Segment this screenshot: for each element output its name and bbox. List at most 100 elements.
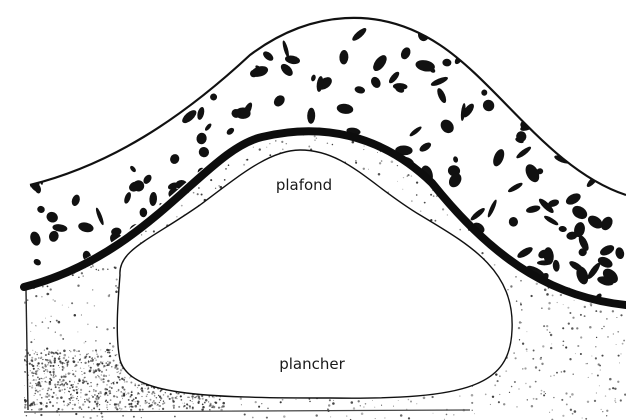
- sediment-speckle: [48, 351, 50, 353]
- sediment-speckle: [42, 381, 43, 382]
- sediment-speckle: [221, 407, 222, 408]
- sediment-speckle: [117, 372, 118, 373]
- sediment-speckle: [152, 408, 154, 410]
- sediment-speckle: [152, 402, 154, 404]
- sediment-speckle: [615, 398, 616, 399]
- bone-pore: [22, 303, 33, 314]
- sediment-speckle: [96, 385, 97, 386]
- sediment-speckle: [548, 302, 550, 304]
- sediment-speckle: [49, 383, 50, 384]
- bone-pore: [25, 70, 40, 85]
- sediment-speckle: [614, 400, 616, 402]
- sediment-speckle: [34, 145, 36, 147]
- bone-pore: [175, 16, 194, 30]
- sediment-speckle: [574, 300, 575, 301]
- sediment-speckle: [82, 374, 83, 375]
- sediment-speckle: [606, 415, 607, 416]
- sediment-speckle: [609, 388, 611, 390]
- sediment-speckle: [329, 399, 331, 401]
- sediment-speckle: [62, 366, 64, 368]
- sediment-speckle: [137, 394, 138, 395]
- bone-pore: [441, 217, 453, 228]
- sediment-speckle: [97, 402, 99, 404]
- sediment-speckle: [543, 391, 545, 393]
- sediment-speckle: [124, 377, 126, 379]
- sediment-speckle: [363, 168, 365, 170]
- sediment-speckle: [58, 321, 61, 324]
- sediment-speckle: [45, 354, 47, 356]
- sediment-speckle: [363, 149, 364, 150]
- sediment-speckle: [215, 188, 216, 189]
- sediment-speckle: [96, 352, 97, 353]
- sediment-speckle: [416, 194, 418, 196]
- sediment-speckle: [549, 412, 550, 413]
- bone-pore: [614, 147, 626, 160]
- sediment-speckle: [53, 375, 54, 376]
- sediment-speckle: [107, 361, 108, 362]
- sediment-speckle: [35, 295, 37, 297]
- sediment-speckle: [42, 366, 44, 368]
- sediment-speckle: [525, 383, 526, 384]
- sediment-speckle: [565, 346, 567, 348]
- sediment-speckle: [29, 363, 31, 365]
- sediment-speckle: [119, 402, 121, 404]
- sediment-speckle: [139, 409, 141, 411]
- sediment-speckle: [101, 371, 103, 373]
- sediment-speckle: [93, 407, 95, 409]
- sediment-speckle: [148, 391, 149, 392]
- sediment-speckle: [580, 353, 582, 355]
- sediment-speckle: [353, 407, 355, 409]
- sediment-speckle: [70, 146, 72, 148]
- sediment-speckle: [129, 377, 130, 378]
- sediment-speckle: [255, 401, 257, 403]
- sediment-speckle: [45, 376, 47, 378]
- sediment-speckle: [219, 399, 221, 401]
- sediment-speckle: [52, 356, 54, 358]
- sediment-speckle: [121, 391, 122, 392]
- sediment-speckle: [40, 378, 41, 379]
- sediment-speckle: [107, 409, 108, 410]
- sediment-speckle: [40, 352, 42, 354]
- sediment-speckle: [522, 343, 524, 345]
- sediment-speckle: [571, 327, 574, 330]
- sediment-speckle: [121, 408, 123, 410]
- sediment-speckle: [31, 409, 32, 410]
- sediment-speckle: [535, 381, 537, 383]
- sediment-speckle: [269, 154, 271, 156]
- sediment-speckle: [73, 349, 75, 351]
- sediment-speckle: [122, 415, 124, 417]
- sediment-speckle: [124, 381, 125, 382]
- sediment-speckle: [102, 381, 104, 383]
- sediment-speckle: [74, 366, 75, 367]
- sediment-speckle: [103, 375, 106, 378]
- sediment-speckle: [194, 397, 195, 398]
- sediment-speckle: [47, 390, 48, 391]
- sediment-speckle: [42, 321, 44, 323]
- sediment-speckle: [92, 396, 94, 398]
- sediment-speckle: [355, 162, 357, 164]
- sediment-speckle: [37, 364, 38, 365]
- bone-pore: [68, 21, 80, 34]
- sediment-speckle: [516, 300, 518, 302]
- sediment-speckle: [308, 146, 310, 148]
- sediment-speckle: [118, 147, 119, 148]
- sediment-speckle: [116, 278, 118, 280]
- bone-pore: [538, 59, 549, 76]
- sediment-speckle: [87, 302, 89, 304]
- sediment-speckle: [49, 371, 51, 373]
- sediment-speckle: [93, 391, 94, 392]
- bone-pore: [562, 39, 569, 52]
- sediment-speckle: [372, 400, 373, 401]
- sediment-speckle: [381, 160, 383, 162]
- sediment-speckle: [145, 400, 147, 402]
- sediment-speckle: [43, 368, 44, 369]
- sediment-speckle: [577, 345, 579, 347]
- sediment-speckle: [34, 393, 35, 394]
- sediment-speckle: [590, 303, 593, 306]
- sediment-speckle: [543, 394, 545, 396]
- bone-pore: [502, 31, 519, 51]
- sediment-speckle: [96, 269, 97, 270]
- sediment-speckle: [113, 360, 115, 362]
- sediment-speckle: [280, 401, 282, 403]
- sediment-speckle: [52, 405, 54, 407]
